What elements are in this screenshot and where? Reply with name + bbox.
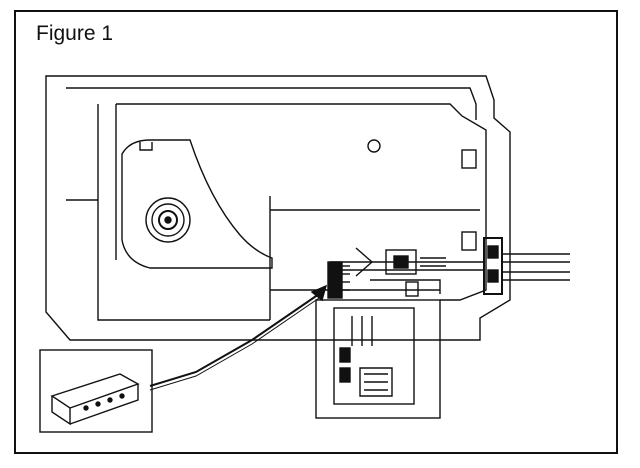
right-connector-block — [483, 237, 503, 295]
inset-box — [39, 349, 153, 433]
small-screw-hole — [367, 139, 381, 153]
side-slot-upper — [461, 149, 477, 169]
gear-assembly — [327, 247, 446, 299]
outer-housing-outline — [45, 75, 511, 341]
figure-title: Figure 1 — [36, 22, 114, 45]
lower-circuit-board — [315, 299, 441, 419]
main-housing-panel — [66, 103, 487, 321]
connector-plug — [50, 373, 140, 426]
pointer-arrow — [149, 284, 328, 391]
rotor-disc — [145, 197, 191, 243]
side-slot-lower — [461, 231, 477, 251]
upper-panel — [121, 139, 273, 269]
